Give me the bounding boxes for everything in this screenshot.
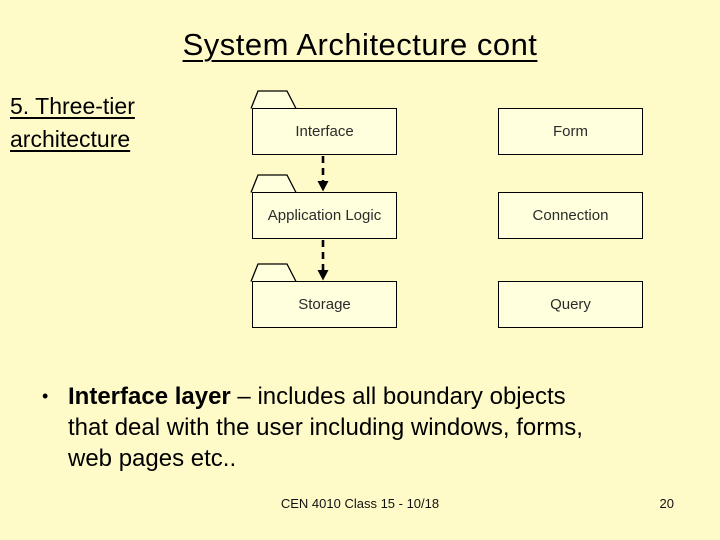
- package-tab-icon: [250, 174, 297, 193]
- bullet-line3: web pages etc..: [68, 445, 237, 472]
- package-interface-label: Interface: [295, 123, 354, 140]
- package-storage-label: Storage: [298, 296, 351, 313]
- section-heading-line1: 5. Three-tier: [10, 93, 135, 119]
- package-tab-icon: [250, 90, 297, 109]
- box-form: Form: [498, 108, 643, 155]
- box-form-label: Form: [553, 123, 588, 140]
- box-connection: Connection: [498, 192, 643, 239]
- box-query: Query: [498, 281, 643, 328]
- package-interface: Interface: [252, 108, 397, 155]
- package-storage: Storage: [252, 281, 397, 328]
- package-application-logic-label: Application Logic: [267, 207, 382, 224]
- bullet-text: Interface layer – includes all boundary …: [68, 381, 583, 474]
- section-heading: 5. Three-tier architecture: [10, 90, 135, 156]
- bullet-line2: that deal with the user including window…: [68, 414, 583, 441]
- bullet-item: • Interface layer – includes all boundar…: [42, 381, 583, 474]
- bullet-bold-lead: Interface layer: [68, 383, 231, 410]
- package-tab-icon: [250, 263, 297, 282]
- box-query-label: Query: [550, 296, 591, 313]
- bullet-marker: •: [42, 386, 49, 406]
- slide-title: System Architecture cont: [182, 27, 538, 62]
- footer-course-label: CEN 4010 Class 15 - 10/18: [280, 496, 440, 511]
- box-connection-label: Connection: [532, 207, 609, 224]
- section-heading-line2: architecture: [10, 126, 131, 152]
- bullet-line1: Interface layer – includes all boundary …: [68, 383, 566, 410]
- slide-page-number: 20: [659, 496, 674, 511]
- package-application-logic: Application Logic: [252, 192, 397, 239]
